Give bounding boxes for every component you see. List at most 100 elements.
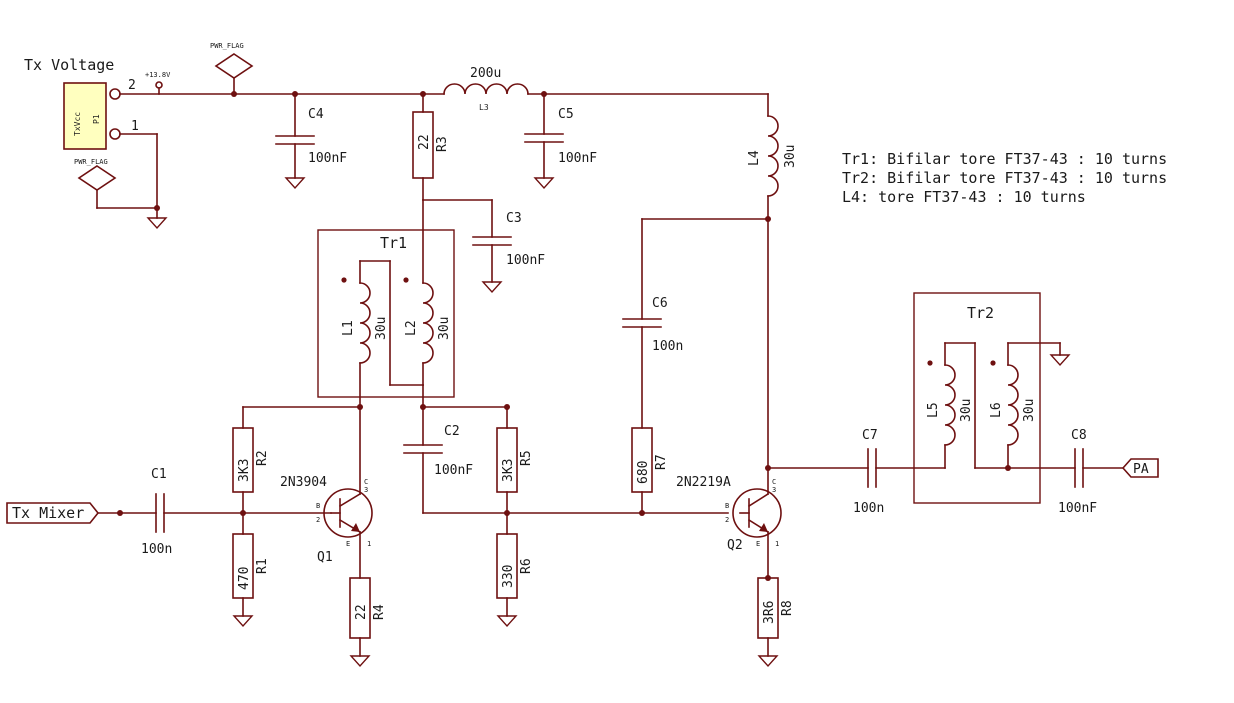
inductor-l6 (1007, 364, 1019, 446)
transistor-q1 (323, 488, 373, 538)
port-tx-mixer (6, 502, 100, 524)
c4-ref: C4 (308, 107, 324, 122)
r3-value: 22 (417, 134, 432, 150)
r2-ref: R2 (255, 450, 270, 466)
svg-text:2: 2 (316, 516, 320, 524)
svg-text:2: 2 (725, 516, 729, 524)
c8-ref: C8 (1071, 428, 1087, 443)
transformer-tr1 (317, 229, 455, 398)
note-tr1: Tr1: Bifilar tore FT37-43 : 10 turns (842, 150, 1167, 168)
r4-ref: R4 (372, 604, 387, 620)
pwr-flag-top (214, 53, 254, 79)
ground-symbol-r4 (349, 655, 371, 668)
c7-value: 100n (853, 501, 884, 516)
connector-p1-value: TxVcc (73, 112, 82, 136)
r7-ref: R7 (654, 454, 669, 470)
r5-value: 3K3 (501, 459, 516, 482)
connector-p1-ref: P1 (92, 114, 101, 124)
ground-symbol-r8 (757, 655, 779, 668)
svg-text:E: E (346, 540, 350, 548)
ground-symbol-tr2 (1049, 354, 1071, 367)
tr2-ref: Tr2 (967, 304, 994, 322)
pwr-flag-bottom (77, 165, 117, 191)
r5-ref: R5 (519, 450, 534, 466)
tr1-ref: Tr1 (380, 234, 407, 252)
inductor-l4 (767, 115, 779, 197)
inductor-l1 (359, 282, 371, 364)
ground-symbol-c3 (481, 281, 503, 294)
pin1-number: 1 (131, 119, 139, 134)
port-pa-label: PA (1133, 462, 1149, 477)
svg-text:3: 3 (772, 486, 776, 494)
ground-symbol-r6 (496, 615, 518, 628)
q2-value: 2N2219A (676, 475, 731, 490)
connector-p1 (63, 82, 107, 150)
ground-symbol-c4 (284, 177, 306, 190)
l1-ref: L1 (341, 320, 356, 336)
r8-ref: R8 (780, 600, 795, 616)
port-pa (1121, 458, 1159, 478)
pwr-flag-bottom-label: PWR_FLAG (74, 158, 108, 166)
connector-pin2 (109, 88, 121, 100)
svg-text:1: 1 (367, 540, 371, 548)
c2-ref: C2 (444, 424, 460, 439)
svg-text:C: C (364, 478, 368, 486)
pwr-flag-top-label: PWR_FLAG (210, 42, 244, 50)
svg-text:3: 3 (364, 486, 368, 494)
r8-value: 3R6 (762, 601, 777, 624)
inductor-l3 (443, 83, 529, 95)
q1-value: 2N3904 (280, 475, 327, 490)
l6-ref: L6 (989, 402, 1004, 418)
r2-value: 3K3 (237, 459, 252, 482)
svg-text:1: 1 (775, 540, 779, 548)
r4-value: 22 (354, 604, 369, 620)
r6-value: 330 (501, 565, 516, 588)
r1-value: 470 (237, 567, 252, 590)
inductor-l2 (422, 282, 434, 364)
l5-ref: L5 (926, 402, 941, 418)
c7-ref: C7 (862, 428, 878, 443)
ground-symbol-p1 (146, 217, 168, 230)
l1-value: 30u (374, 317, 389, 340)
r7-value: 680 (636, 461, 651, 484)
l5-value: 30u (959, 399, 974, 422)
l4-ref: L4 (747, 150, 762, 166)
inductor-l5 (944, 364, 956, 446)
c3-value: 100nF (506, 253, 545, 268)
connector-pin1 (109, 128, 121, 140)
note-tr2: Tr2: Bifilar tore FT37-43 : 10 turns (842, 169, 1167, 187)
l4-value: 30u (783, 145, 798, 168)
c6-ref: C6 (652, 296, 668, 311)
c1-ref: C1 (151, 467, 167, 482)
rail-terminal (155, 81, 163, 89)
q2-ref: Q2 (727, 538, 743, 553)
ground-symbol-c5 (533, 177, 555, 190)
svg-text:B: B (725, 502, 729, 510)
port-tx-mixer-label: Tx Mixer (12, 504, 84, 522)
r1-ref: R1 (255, 558, 270, 574)
c4-value: 100nF (308, 151, 347, 166)
note-l4: L4: tore FT37-43 : 10 turns (842, 188, 1086, 206)
c5-ref: C5 (558, 107, 574, 122)
ground-symbol-r1 (232, 615, 254, 628)
c5-value: 100nF (558, 151, 597, 166)
l3-ref: L3 (479, 103, 489, 112)
tx-voltage-label: Tx Voltage (24, 56, 114, 74)
l2-value: 30u (437, 317, 452, 340)
c1-value: 100n (141, 542, 172, 557)
q1-ref: Q1 (317, 550, 333, 565)
transformer-tr2 (913, 292, 1041, 504)
r6-ref: R6 (519, 558, 534, 574)
c3-ref: C3 (506, 211, 522, 226)
c8-value: 100nF (1058, 501, 1097, 516)
l2-ref: L2 (404, 320, 419, 336)
r3-ref: R3 (435, 136, 450, 152)
c6-value: 100n (652, 339, 683, 354)
svg-text:C: C (772, 478, 776, 486)
l6-value: 30u (1022, 399, 1037, 422)
svg-text:B: B (316, 502, 320, 510)
pin2-number: 2 (128, 78, 136, 93)
svg-text:E: E (756, 540, 760, 548)
c2-value: 100nF (434, 463, 473, 478)
